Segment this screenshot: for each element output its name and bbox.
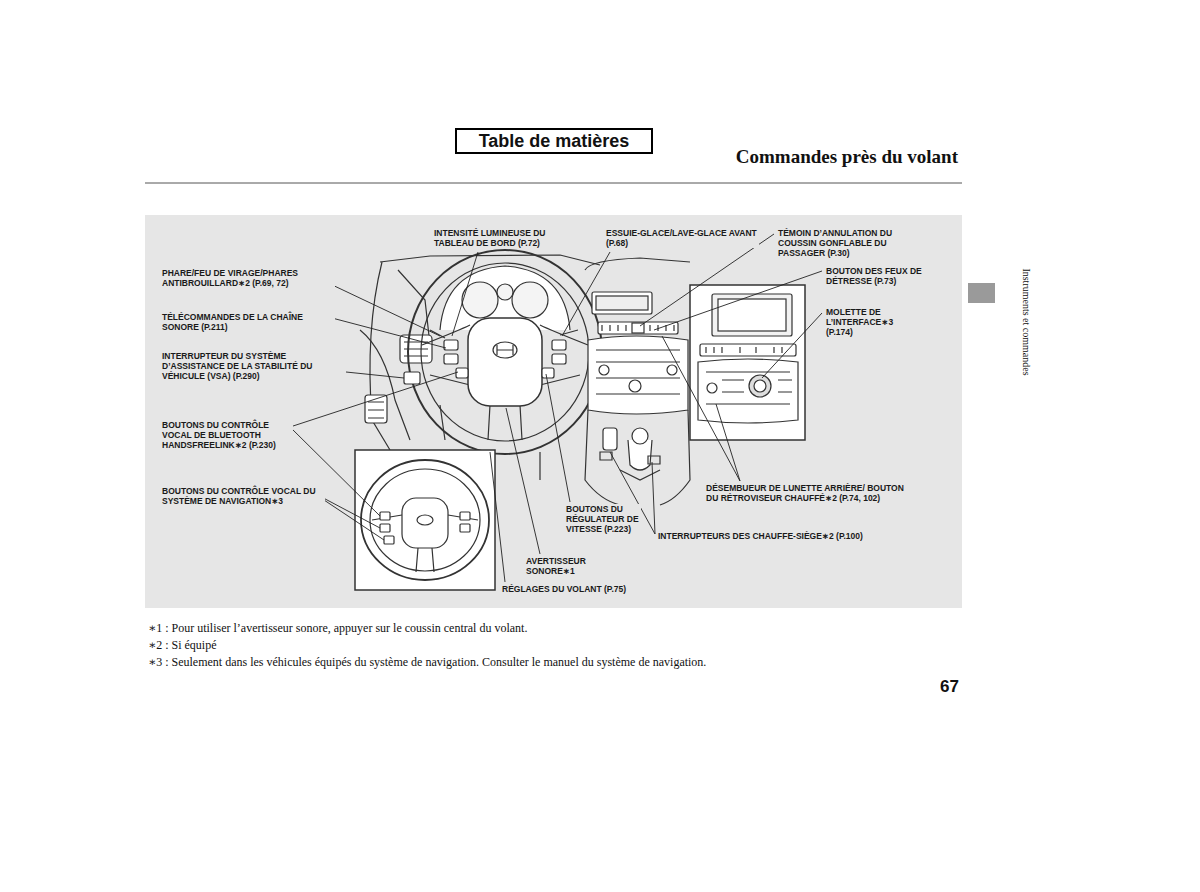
button-label: Table de matières [479, 131, 630, 151]
callout-label: DÉSEMBUEUR DE LUNETTE ARRIÈRE/ BOUTON DU… [705, 483, 912, 503]
callout-label: INTERRUPTEURS DES CHAUFFE-SIÈGE∗2 (P.100… [657, 531, 877, 541]
footnote: ∗2 : Si équipé [148, 638, 216, 652]
callout-label: BOUTONS DU RÉGULATEUR DE VITESSE (P.223) [565, 504, 641, 534]
callout-label: TÉMOIN D’ANNULATION DU COUSSIN GONFLABLE… [777, 228, 927, 258]
callout-label: BOUTONS DU CONTRÔLE VOCAL DU SYSTÈME DE … [161, 486, 325, 506]
callout-label: BOUTON DES FEUX DE DÉTRESSE (P.73) [825, 266, 949, 286]
callout-label: PHARE/FEU DE VIRAGE/PHARES ANTIBROUILLAR… [161, 268, 335, 288]
callout-label: RÉGLAGES DU VOLANT (P.75) [501, 584, 675, 594]
callout-label: ESSUIE-GLACE/LAVE-GLACE AVANT (P.68) [605, 228, 759, 248]
footnote: ∗1 : Pour utiliser l’avertisseur sonore,… [148, 621, 527, 635]
page-number: 67 [940, 677, 959, 697]
section-tab [968, 283, 995, 303]
leader-lines [290, 234, 822, 582]
footnote: ∗3 : Seulement dans les véhicules équipé… [148, 655, 706, 669]
toc-button: Table de matières [455, 128, 653, 154]
header-rule [145, 183, 962, 184]
callout-label: INTERRUPTEUR DU SYSTÈME D’ASSISTANCE DE … [161, 351, 345, 381]
callout-label: AVERTISSEUR SONORE∗1 [525, 556, 603, 576]
figure-panel [145, 215, 962, 608]
page-title: Commandes près du volant [736, 146, 958, 168]
callout-label: MOLETTE DE L’INTERFACE∗3 (P.174) [825, 307, 919, 337]
callout-label: TÉLÉCOMMANDES DE LA CHAÎNE SONORE (P.211… [161, 312, 335, 332]
callout-label: INTENSITÉ LUMINEUSE DU TABLEAU DE BORD (… [433, 228, 583, 248]
callout-label: BOUTONS DU CONTRÔLE VOCAL DE BLUETOOTH H… [161, 420, 293, 450]
section-tab-text: Instruments et commandes [1020, 269, 1032, 376]
